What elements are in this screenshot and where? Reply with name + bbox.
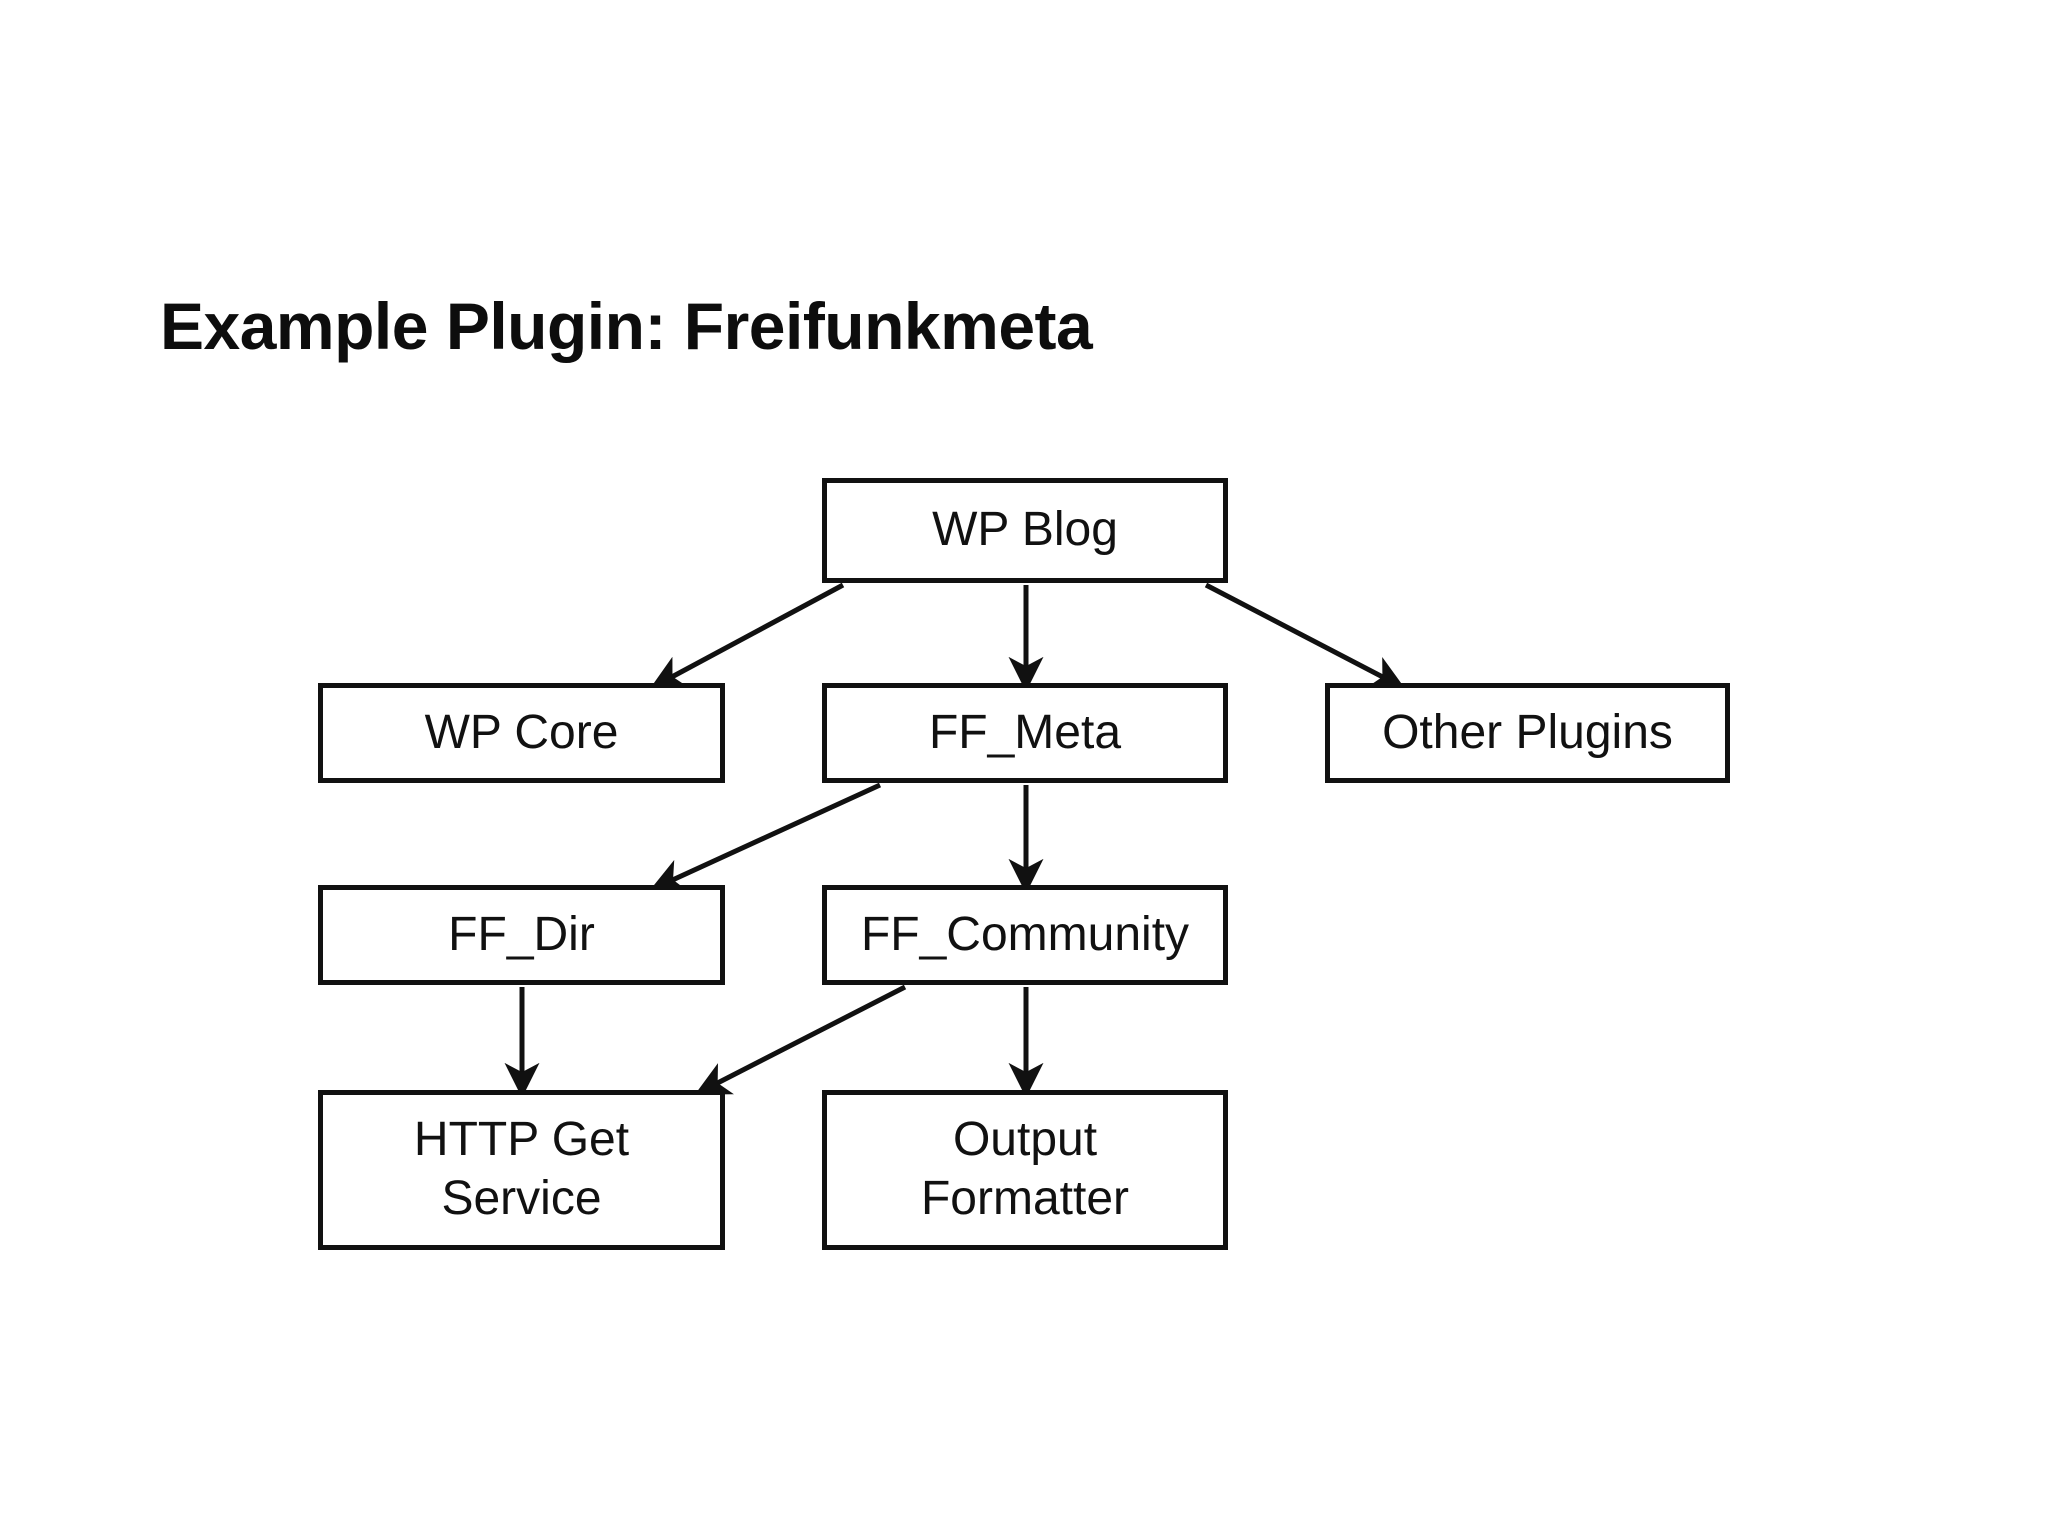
node-ff-dir-label: FF_Dir <box>448 907 595 961</box>
node-ff-community-label: FF_Community <box>860 907 1190 961</box>
node-other-plugins[interactable]: Other Plugins <box>1325 683 1730 783</box>
node-output-formatter-label: Output Formatter <box>920 1113 1130 1225</box>
edge-ff-community-to-http-get-service <box>694 984 907 1095</box>
node-ff-meta[interactable]: FF_Meta <box>822 683 1228 783</box>
node-ff-community[interactable]: FF_Community <box>822 885 1228 985</box>
edge-ff-meta-to-ff-dir <box>649 782 882 892</box>
edge-wp-blog-to-other-plugins <box>1204 582 1406 689</box>
node-wp-core[interactable]: WP Core <box>318 683 725 783</box>
node-wp-blog-label: WP Blog <box>932 503 1118 557</box>
node-other-plugins-label: Other Plugins <box>1382 705 1673 759</box>
page-title: Example Plugin: Freifunkmeta <box>160 289 1093 364</box>
node-wp-core-label: WP Core <box>424 705 619 759</box>
node-ff-meta-label: FF_Meta <box>928 705 1122 759</box>
node-http-get-service-label: HTTP Get Service <box>413 1113 630 1225</box>
node-http-get-service[interactable]: HTTP Get Service <box>318 1090 725 1250</box>
edge-wp-blog-to-wp-core <box>649 582 845 689</box>
node-output-formatter[interactable]: Output Formatter <box>822 1090 1228 1250</box>
node-wp-blog[interactable]: WP Blog <box>822 478 1228 583</box>
node-ff-dir[interactable]: FF_Dir <box>318 885 725 985</box>
